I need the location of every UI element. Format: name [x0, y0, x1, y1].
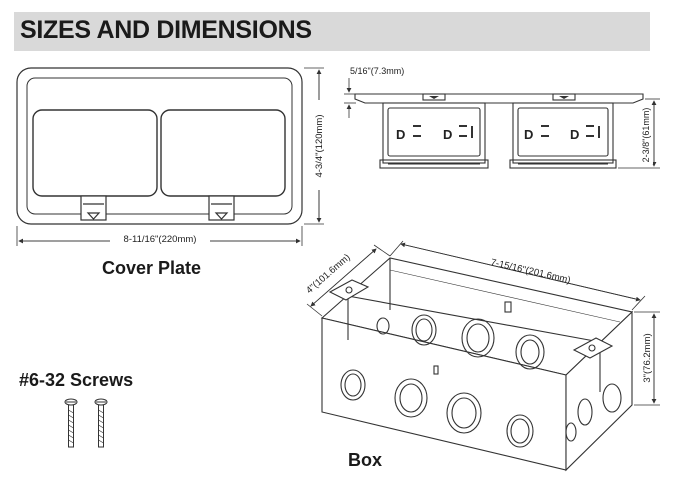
cover-width-label: 8-11/16"(220mm): [124, 234, 197, 245]
depth-dimension: [618, 98, 660, 169]
plate-thickness-dimension: [344, 78, 356, 118]
side-view-drawing: [354, 93, 644, 169]
cover-height-label: 4-3/4"(120mm): [314, 114, 325, 177]
box-length-dimension: [389, 240, 646, 311]
depth-label: 2-3/8"(61mm): [641, 108, 651, 163]
cover-door-left: [32, 109, 158, 197]
box-length-label: 7-15/16"(201.6mm): [490, 257, 572, 286]
section-title: SIZES AND DIMENSIONS: [20, 16, 312, 44]
latch-left-icon: [80, 195, 107, 221]
latch-right-icon: [208, 195, 235, 221]
receptacle-mark: D: [524, 127, 533, 142]
screws-caption: #6-32 Screws: [19, 370, 134, 390]
box-caption: Box: [348, 450, 383, 470]
screw-icon: [64, 398, 78, 448]
receptacle-mark: D: [396, 127, 405, 142]
receptacle-mark: D: [570, 127, 579, 142]
cover-plate-outline: [16, 67, 303, 225]
receptacle-mark: D: [443, 127, 452, 142]
box-height-label: 3"(76.2mm): [642, 333, 653, 382]
section-header-bar: SIZES AND DIMENSIONS: [14, 12, 650, 51]
screw-icon: [94, 398, 108, 448]
box-height-dimension: [634, 311, 660, 406]
cover-plate-caption: Cover Plate: [102, 258, 202, 278]
plate-thickness-label: 5/16"(7.3mm): [350, 66, 404, 76]
box-width-dimension: [306, 244, 391, 317]
cover-plate-drawing: [16, 67, 303, 225]
cover-door-right: [160, 109, 286, 197]
box-drawing: [320, 257, 634, 472]
